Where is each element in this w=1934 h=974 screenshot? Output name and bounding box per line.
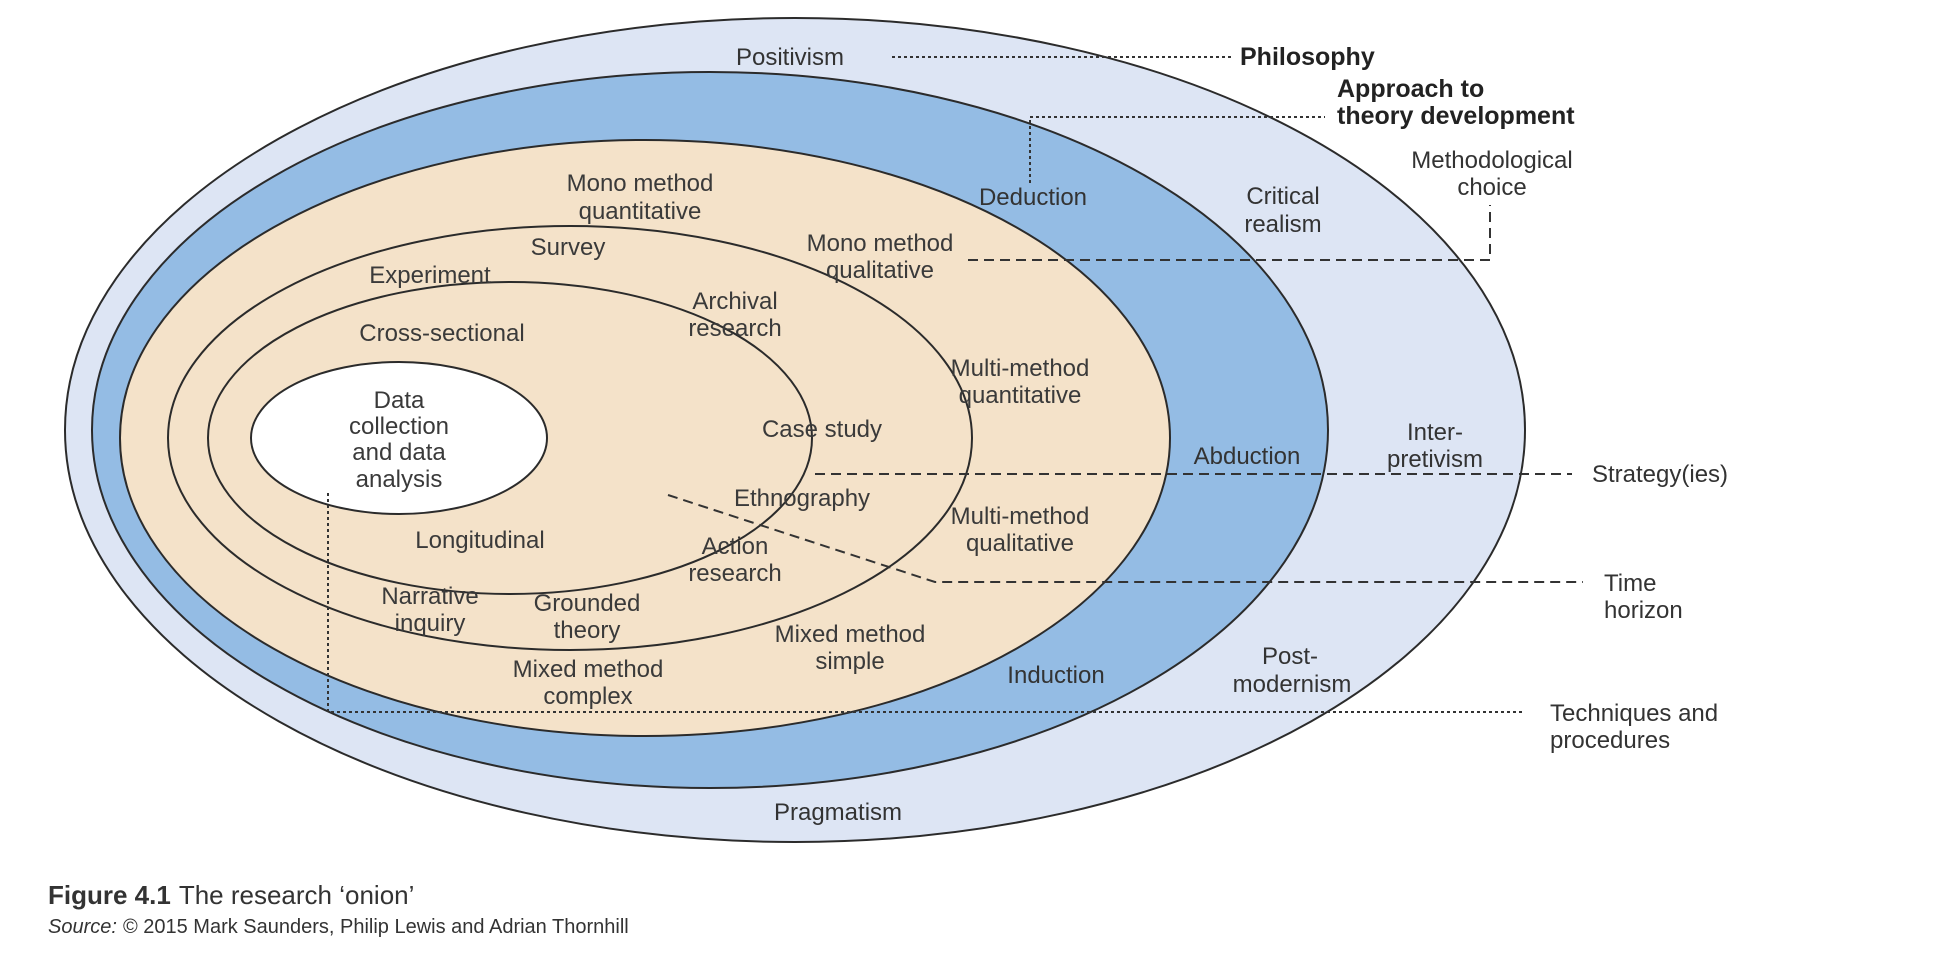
label-narrative-1: Narrative [381, 583, 478, 610]
time-horizon-leader-line [667, 494, 1583, 583]
label-mono-qual-2: qualitative [826, 257, 934, 284]
label-multi-quant-1: Multi-method [951, 355, 1090, 382]
label-mono-quant-2: quantitative [579, 198, 702, 225]
source-label: Source: [48, 916, 117, 938]
methodological-choice-ring [119, 139, 1171, 737]
core-line-4: analysis [356, 466, 443, 493]
label-mixed-simple-1: Mixed method [775, 621, 926, 648]
label-inter: Inter- [1407, 419, 1463, 446]
label-action-1: Action [702, 533, 769, 560]
label-cross-sectional: Cross-sectional [359, 320, 524, 347]
legend-strategy: Strategy(ies) [1592, 461, 1728, 488]
label-multi-qual-2: qualitative [966, 530, 1074, 557]
core-line-3: and data [352, 439, 446, 466]
figure-source: Source:© 2015 Mark Saunders, Philip Lewi… [48, 916, 629, 939]
label-pragmatism: Pragmatism [774, 799, 902, 826]
label-abduction: Abduction [1194, 443, 1301, 470]
core-line-1: Data [374, 387, 425, 414]
techniques-leader-line [327, 493, 1525, 713]
label-narrative-2: inquiry [395, 610, 466, 637]
strategy-ring [167, 225, 973, 651]
label-realism: realism [1244, 211, 1321, 238]
label-archival-1: Archival [692, 288, 777, 315]
figure-title: The research ‘onion’ [178, 880, 415, 910]
label-mono-quant-1: Mono method [567, 170, 714, 197]
label-grounded-1: Grounded [534, 590, 641, 617]
label-positivism: Positivism [736, 44, 844, 71]
time-horizon-ring [207, 281, 813, 595]
label-action-2: research [688, 560, 781, 587]
label-archival-2: research [688, 315, 781, 342]
label-case-study: Case study [762, 416, 882, 443]
core-line-2: collection [349, 413, 449, 440]
label-induction: Induction [1007, 662, 1104, 689]
legend-techniques-1: Techniques and [1550, 700, 1718, 727]
approach-leader-line [1029, 116, 1325, 183]
legend-approach-2: theory development [1337, 102, 1575, 130]
core-circle [250, 361, 548, 515]
label-multi-quant-2: quantitative [959, 382, 1082, 409]
label-modernism: modernism [1233, 671, 1352, 698]
label-longitudinal: Longitudinal [415, 527, 544, 554]
legend-techniques-2: procedures [1550, 727, 1670, 754]
legend-philosophy: Philosophy [1240, 43, 1375, 71]
legend-time-1: Time [1604, 570, 1656, 597]
legend-time-2: horizon [1604, 597, 1683, 624]
label-post: Post- [1262, 643, 1318, 670]
label-multi-qual-1: Multi-method [951, 503, 1090, 530]
label-deduction: Deduction [979, 184, 1087, 211]
figure-number: Figure 4.1 [48, 880, 171, 910]
label-pretivism: pretivism [1387, 446, 1483, 473]
label-ethnography: Ethnography [734, 485, 870, 512]
legend-choice-2: choice [1457, 174, 1526, 201]
legend-choice-1: Methodological [1411, 147, 1572, 174]
source-text: © 2015 Mark Saunders, Philip Lewis and A… [122, 916, 629, 938]
label-mixed-simple-2: simple [815, 648, 884, 675]
label-mono-qual-1: Mono method [807, 230, 954, 257]
legend-approach-1: Approach to [1337, 75, 1484, 103]
choice-leader-line [968, 205, 1491, 261]
label-experiment: Experiment [369, 262, 491, 289]
label-mixed-complex-2: complex [543, 683, 632, 710]
label-mixed-complex-1: Mixed method [513, 656, 664, 683]
label-survey: Survey [531, 234, 606, 261]
label-critical: Critical [1246, 183, 1319, 210]
label-grounded-2: theory [554, 617, 621, 644]
